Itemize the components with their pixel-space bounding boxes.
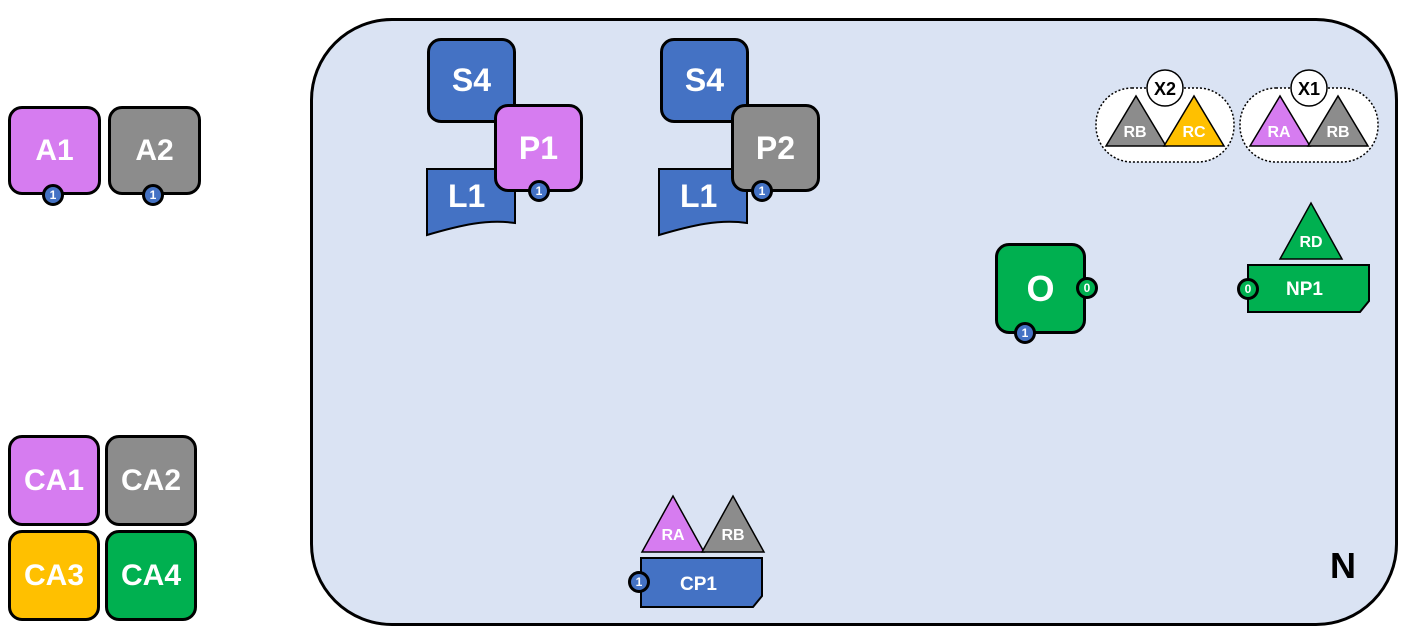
x1-triangle-ra xyxy=(1248,94,1312,147)
ca1-label: CA1 xyxy=(23,463,84,497)
location-l1-1-shape xyxy=(426,168,516,237)
agent-a2-label: A2 xyxy=(135,133,174,167)
process-p1[interactable]: P1 xyxy=(494,104,583,192)
location-l1-2-shape xyxy=(658,168,748,237)
agent-a1-label: A1 xyxy=(35,133,74,167)
x1-ra-label: RA xyxy=(1267,124,1291,141)
cp1-box[interactable] xyxy=(639,556,765,610)
agent-a1-badge: 1 xyxy=(42,184,64,206)
cp1-rb-triangle xyxy=(700,494,766,553)
np1-rd-triangle xyxy=(1278,201,1344,260)
network-label: N xyxy=(1330,545,1356,586)
process-p2[interactable]: P2 xyxy=(731,104,820,192)
cp1-rb-label: RB xyxy=(721,527,744,544)
x1-cluster[interactable]: RA RB X1 xyxy=(1238,68,1380,164)
cp1-shape xyxy=(640,557,763,608)
x1-rb-label: RB xyxy=(1326,124,1349,141)
ca4-label: CA4 xyxy=(120,558,181,592)
org-o[interactable]: O xyxy=(995,243,1086,334)
ca3-tile[interactable]: CA3 xyxy=(8,530,100,621)
store-s4-1-label: S4 xyxy=(451,62,492,98)
location-l1-2-label: L1 xyxy=(680,178,718,214)
agent-a2-badge: 1 xyxy=(142,184,164,206)
cp1-role-rb[interactable]: RB xyxy=(700,494,766,554)
x2-rb-label: RB xyxy=(1123,124,1146,141)
np1-badge: 0 xyxy=(1237,278,1259,300)
x1-label: X1 xyxy=(1298,79,1320,99)
x1-triangle-rb xyxy=(1306,94,1370,147)
location-l1-1[interactable] xyxy=(425,167,517,239)
x2-triangle-rb xyxy=(1104,94,1168,147)
org-o-bottom-badge: 1 xyxy=(1014,322,1036,344)
cp1-ra-label: RA xyxy=(661,527,685,544)
process-p1-badge: 1 xyxy=(528,180,550,202)
cp1-label: CP1 xyxy=(680,574,717,595)
np1-box[interactable] xyxy=(1246,263,1372,315)
cp1-ra-triangle xyxy=(640,494,706,553)
org-o-label: O xyxy=(1026,267,1055,309)
agent-a2[interactable]: A2 xyxy=(108,106,201,195)
x2-circle xyxy=(1146,69,1184,107)
location-l1-2[interactable] xyxy=(657,167,749,239)
np1-rd-label: RD xyxy=(1299,234,1322,251)
x2-cluster[interactable]: RB RC X2 xyxy=(1094,68,1236,164)
x2-triangle-rc xyxy=(1162,94,1226,147)
x2-label: X2 xyxy=(1154,79,1176,99)
ca4-tile[interactable]: CA4 xyxy=(105,530,197,621)
np1-shape xyxy=(1247,264,1370,313)
x1-circle xyxy=(1290,69,1328,107)
store-s4-1[interactable]: S4 xyxy=(427,38,516,123)
process-p2-label: P2 xyxy=(755,129,796,166)
process-p1-label: P1 xyxy=(518,129,559,166)
org-o-right-badge: 0 xyxy=(1076,277,1098,299)
cp1-role-ra[interactable]: RA xyxy=(640,494,706,554)
ca2-label: CA2 xyxy=(120,463,181,497)
process-p2-badge: 1 xyxy=(751,180,773,202)
x2-rc-label: RC xyxy=(1182,124,1206,141)
ca2-tile[interactable]: CA2 xyxy=(105,435,197,526)
agent-a1[interactable]: A1 xyxy=(8,106,101,195)
store-s4-2-label: S4 xyxy=(684,62,725,98)
np1-label: NP1 xyxy=(1286,279,1323,300)
location-l1-1-label: L1 xyxy=(448,178,486,214)
ca3-label: CA3 xyxy=(23,558,84,592)
cp1-badge: 1 xyxy=(628,571,650,593)
store-s4-2[interactable]: S4 xyxy=(660,38,749,123)
np1-role-rd[interactable]: RD xyxy=(1278,201,1344,261)
ca1-tile[interactable]: CA1 xyxy=(8,435,100,526)
